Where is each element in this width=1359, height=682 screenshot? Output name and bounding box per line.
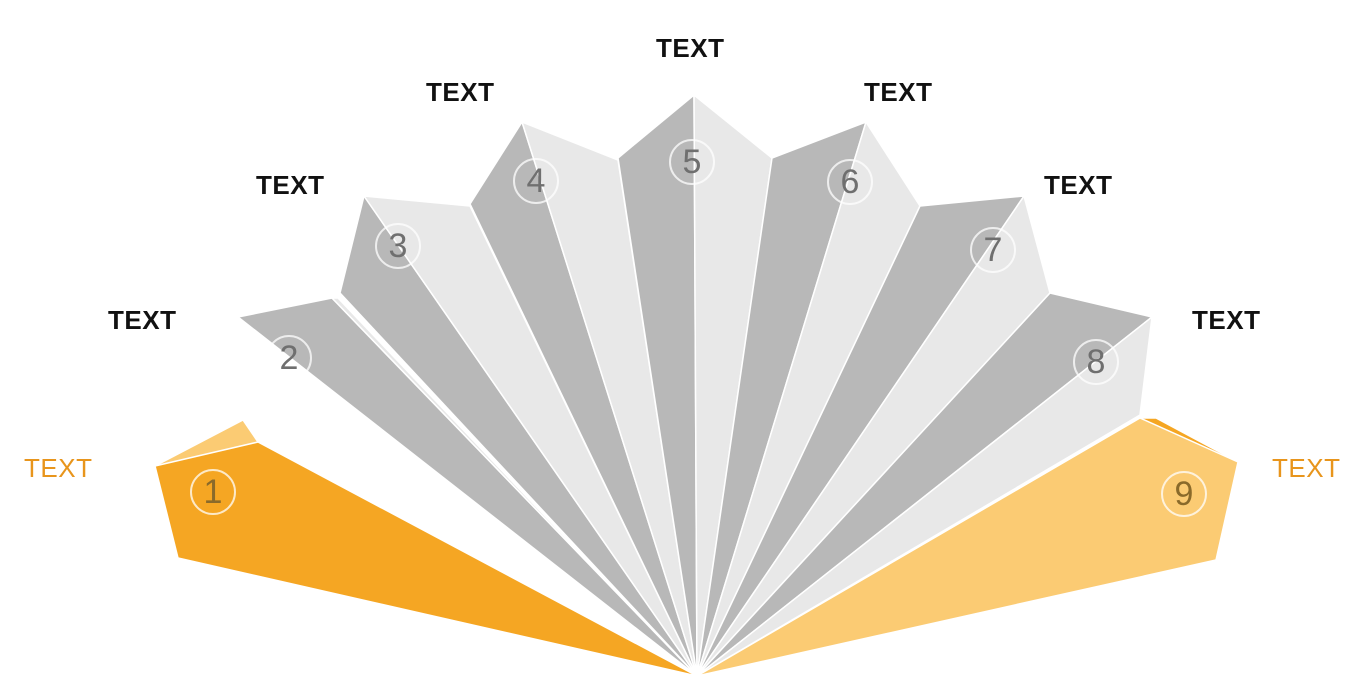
segment-label-4: TEXT <box>426 79 494 105</box>
segment-label-8: TEXT <box>1192 307 1260 333</box>
segment-1-number: 1 <box>204 473 223 511</box>
segment-8-number: 8 <box>1087 343 1106 381</box>
segment-6-number: 6 <box>841 163 860 201</box>
segment-label-3: TEXT <box>256 172 324 198</box>
segment-5-number: 5 <box>683 143 702 181</box>
segment-label-1: TEXT <box>24 455 92 481</box>
segment-label-7: TEXT <box>1044 172 1112 198</box>
segment-2-number: 2 <box>280 339 299 377</box>
segment-label-6: TEXT <box>864 79 932 105</box>
segment-3-number: 3 <box>389 227 408 265</box>
segment-label-9: TEXT <box>1272 455 1340 481</box>
segment-4-number: 4 <box>527 162 546 200</box>
segment-7-number: 7 <box>984 231 1003 269</box>
segment-label-2: TEXT <box>108 307 176 333</box>
segment-label-5: TEXT <box>656 35 724 61</box>
segment-9-number: 9 <box>1175 475 1194 513</box>
